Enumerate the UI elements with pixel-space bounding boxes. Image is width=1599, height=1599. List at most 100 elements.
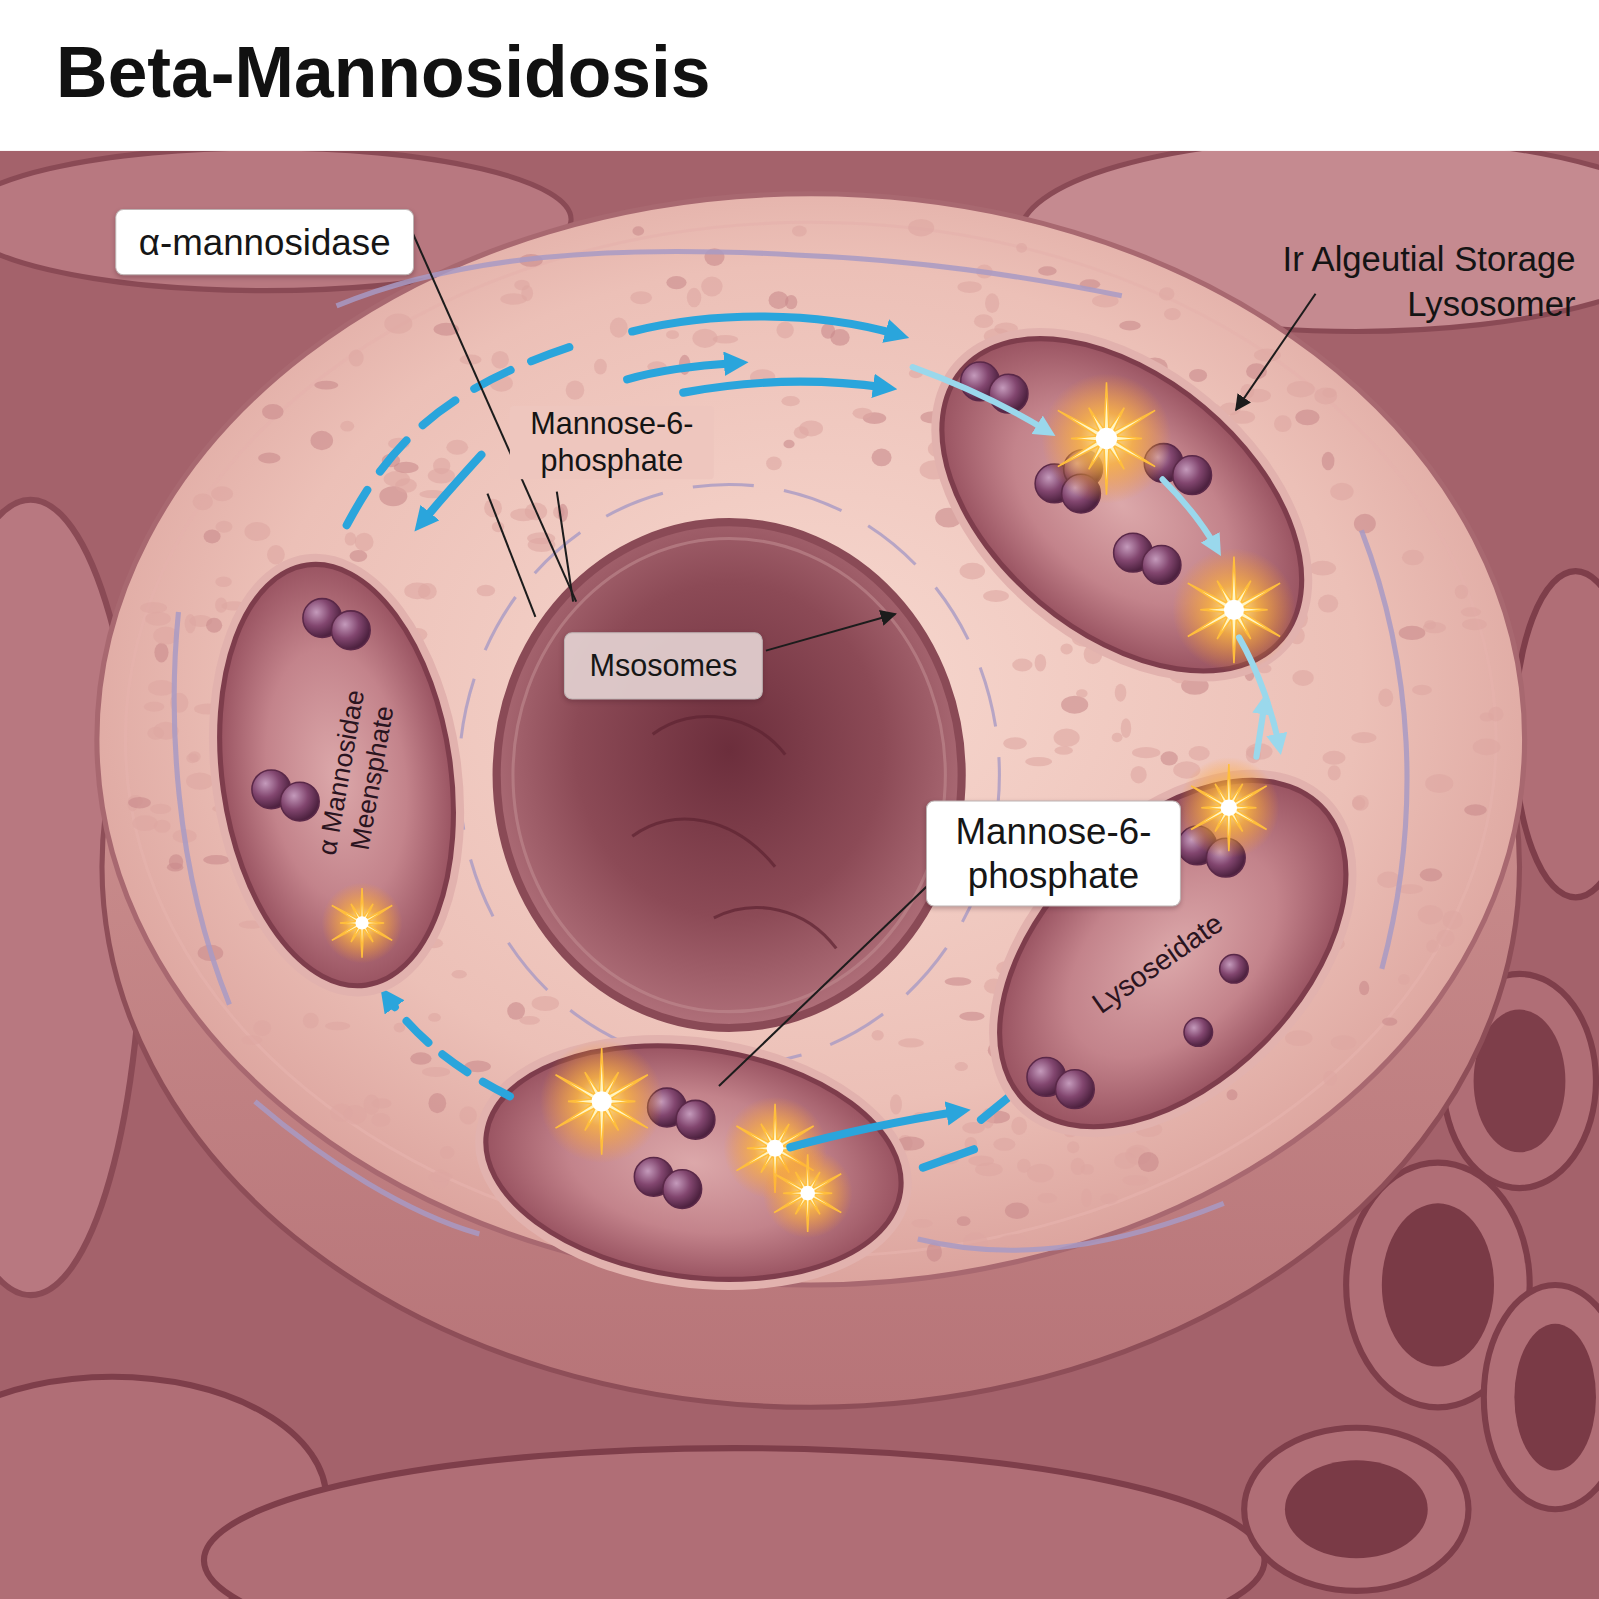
- starburst-core: [1224, 600, 1244, 620]
- texture-dot: [428, 1013, 441, 1022]
- texture-dot: [1016, 243, 1027, 253]
- texture-dot: [1331, 1035, 1356, 1050]
- lysosome-body: [880, 273, 1364, 737]
- texture-dot: [955, 1062, 968, 1071]
- texture-dot: [890, 1094, 902, 1114]
- transport-arrow: [1256, 704, 1264, 757]
- texture-dot: [215, 521, 232, 533]
- texture-dot: [193, 493, 213, 510]
- texture-dot: [912, 1219, 933, 1228]
- texture-dot: [1480, 713, 1494, 722]
- texture-dot: [491, 351, 509, 369]
- starburst: [1058, 382, 1155, 494]
- texture-dot: [1067, 1141, 1079, 1153]
- texture-dot: [632, 226, 644, 235]
- lysosome-membrane: [464, 1013, 924, 1311]
- texture-dot: [428, 1172, 452, 1182]
- central-lumen: [497, 522, 962, 1028]
- lysosome-membrane: [187, 542, 486, 1008]
- glow: [1178, 757, 1279, 858]
- texture-dot: [1025, 757, 1052, 766]
- lysosome: [464, 1013, 924, 1311]
- label-box: Mannose-6-phosphate: [926, 801, 1181, 907]
- texture-dot: [262, 404, 284, 419]
- texture-dot: [132, 815, 157, 831]
- granule: [1055, 1070, 1094, 1109]
- texture-dot: [1054, 746, 1072, 754]
- texture-dot: [781, 396, 799, 406]
- texture-dot: [1323, 751, 1346, 765]
- texture-dot: [957, 281, 981, 293]
- tissue-tube: [1484, 1285, 1599, 1509]
- texture-dot: [1011, 1117, 1027, 1135]
- texture-dot: [1359, 981, 1369, 996]
- transport-arrow: [913, 367, 1047, 430]
- texture-dot: [1314, 388, 1337, 405]
- texture-dot: [1054, 729, 1080, 747]
- texture-dot: [521, 285, 533, 301]
- texture-dot: [303, 1013, 319, 1029]
- starburst-core: [355, 916, 368, 929]
- tissue-tube: [1244, 1428, 1468, 1591]
- texture-dot: [211, 486, 233, 501]
- texture-dot: [630, 291, 652, 304]
- texture-dot: [999, 1234, 1027, 1246]
- starburst-core: [1096, 428, 1117, 449]
- texture-dot: [1287, 381, 1315, 398]
- texture-dot: [594, 359, 607, 375]
- er-membrane: [255, 1101, 479, 1234]
- starburst: [1188, 557, 1280, 664]
- leader-line: [1236, 294, 1316, 410]
- texture-dot: [355, 533, 374, 551]
- glow: [540, 1040, 663, 1163]
- texture-dot: [410, 1052, 431, 1064]
- texture-dot: [993, 1138, 1015, 1151]
- transport-arrow: [632, 317, 897, 335]
- texture-dot: [186, 753, 198, 763]
- leader-line: [719, 884, 929, 1086]
- starburst-core: [767, 1140, 784, 1157]
- er-membrane: [918, 1203, 1224, 1250]
- leader-line: [766, 614, 896, 651]
- glow: [1172, 548, 1295, 671]
- texture-dot: [1189, 369, 1207, 382]
- texture-dot: [1071, 1158, 1085, 1175]
- texture-dot: [785, 295, 797, 309]
- texture-dot: [258, 453, 280, 464]
- lysosome: [871, 264, 1372, 745]
- transport-arrow: [388, 997, 510, 1096]
- lysosome-membrane: [871, 264, 1372, 745]
- texture-dot: [776, 322, 793, 339]
- texture-dot: [974, 314, 993, 328]
- texture-dot: [1005, 1203, 1029, 1219]
- granule: [1142, 546, 1181, 585]
- texture-dot: [1426, 940, 1439, 953]
- box-label: α-mannosidase: [139, 220, 391, 264]
- granule: [1184, 1018, 1213, 1047]
- texture-dot: [144, 702, 164, 712]
- starburst: [774, 1154, 841, 1232]
- texture-dot: [1076, 689, 1087, 697]
- texture-dot: [267, 545, 285, 564]
- texture-dot: [204, 530, 221, 544]
- texture-dot: [311, 431, 334, 450]
- texture-dot: [1121, 718, 1131, 738]
- texture-dot: [766, 457, 782, 471]
- texture-dot: [1443, 911, 1463, 930]
- texture-dot: [783, 440, 794, 449]
- lysosome: α Mannosidae Meensphate: [209, 556, 464, 995]
- tissue-ground: [0, 151, 1599, 1599]
- texture-dot: [1123, 1175, 1149, 1185]
- texture-dot: [154, 643, 168, 663]
- tissue-tube: [1382, 1203, 1494, 1366]
- texture-dot: [898, 1038, 924, 1047]
- transport-arrows: [913, 367, 1279, 757]
- texture-dot: [1100, 1194, 1117, 1205]
- texture-dot: [203, 855, 229, 864]
- texture-dot: [1119, 321, 1141, 331]
- texture-dot: [666, 276, 686, 289]
- texture-dot: [440, 1146, 455, 1159]
- texture-dot: [1418, 905, 1443, 924]
- texture-dot: [1285, 1030, 1312, 1046]
